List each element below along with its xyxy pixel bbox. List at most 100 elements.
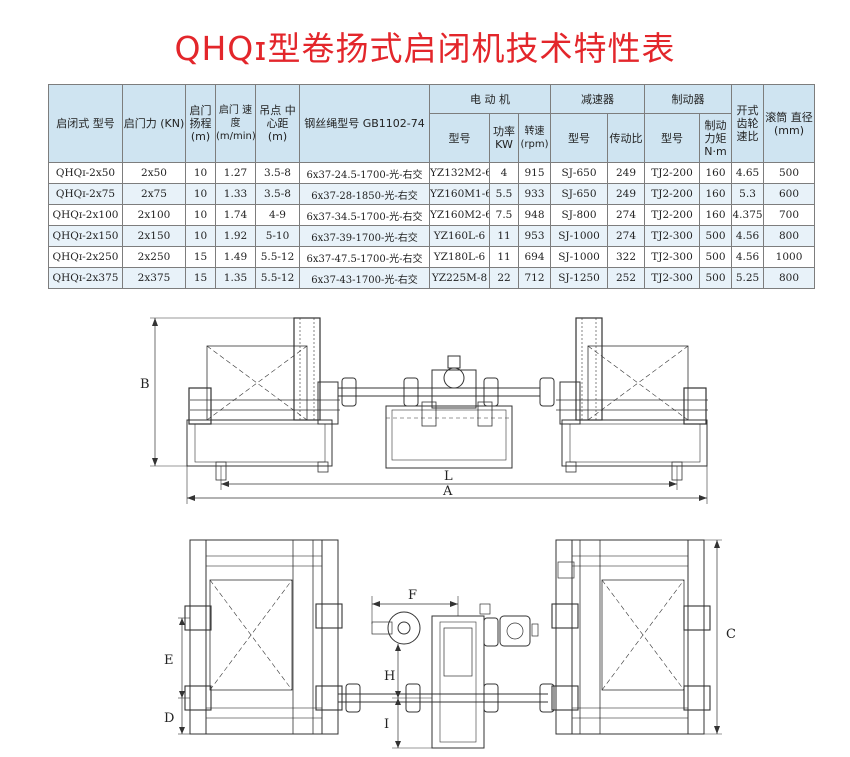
cell-drum: 600 [763,183,816,205]
cell-force: 2x50 [122,162,186,184]
cell-model: QHQɪ-2x150 [48,225,123,247]
cell-hang: 5-10 [255,225,300,247]
cell-speed: 1.27 [215,162,256,184]
cell-brake-model: TJ2-300 [644,267,701,289]
header-drum: 滚筒 直径 (mm) [763,84,816,163]
cell-speed: 1.33 [215,183,256,205]
cell-gear-ratio: 5.25 [731,267,765,289]
cell-reducer-ratio: 252 [607,267,646,289]
dim-label-L: L [444,469,453,484]
cell-motor-model: YZ180L-6 [429,246,490,268]
cell-model: QHQɪ-2x375 [48,267,123,289]
header-gear-ratio: 开式 齿轮 速比 [731,84,765,163]
header-reducer-model: 型号 [550,113,609,163]
cell-reducer-model: SJ-1250 [550,267,609,289]
cell-lift: 15 [185,267,216,289]
header-force: 启门力 (KN) [122,84,186,163]
dim-label-D: D [164,711,174,726]
cell-brake-torque: 160 [699,183,733,205]
header-motor: 电 动 机 [428,84,552,114]
cell-gear-ratio: 4.56 [731,246,765,268]
cell-rope: 6x37-43-1700-光-右交 [299,267,430,289]
cell-speed: 1.49 [215,246,256,268]
cell-drum: 800 [763,225,816,247]
cell-motor-speed: 953 [517,225,552,247]
cell-motor-power: 11 [489,246,519,268]
cell-motor-speed: 694 [517,246,552,268]
cell-model: QHQɪ-2x75 [48,183,123,205]
cell-brake-torque: 500 [699,267,733,289]
cell-motor-model: YZ132M2-6 [429,162,490,184]
dim-label-E: E [164,653,174,668]
dim-label-C: C [726,627,736,642]
header-speed: 启门 速度 (m/min) [215,84,256,163]
cell-reducer-model: SJ-800 [550,204,609,226]
cell-rope: 6x37-39-1700-光-右交 [299,225,430,247]
cell-drum: 800 [763,267,816,289]
cell-motor-speed: 712 [517,267,552,289]
cell-force: 2x250 [122,246,186,268]
cell-speed: 1.74 [215,204,256,226]
cell-model: QHQɪ-2x50 [48,162,123,184]
header-brake-torque: 制动 力矩 N·m [699,113,733,163]
cell-lift: 15 [185,246,216,268]
dim-label-H: H [384,669,395,684]
header-brake-model: 型号 [644,113,701,163]
front-elevation-view [150,317,708,504]
cell-reducer-ratio: 249 [607,183,646,205]
spec-table: 启闭式 型号 启门力 (KN) 启门 扬程 (m) 启门 速度 (m/min) … [48,84,816,289]
cell-reducer-model: SJ-650 [550,162,609,184]
dim-label-A: A [442,484,453,499]
cell-lift: 10 [185,225,216,247]
cell-force: 2x100 [122,204,186,226]
cell-motor-speed: 915 [517,162,552,184]
cell-rope: 6x37-47.5-1700-光-右交 [299,246,430,268]
header-reducer: 减速器 [550,84,646,114]
cell-lift: 10 [185,204,216,226]
header-brake: 制动器 [644,84,733,114]
cell-hang: 4-9 [255,204,300,226]
cell-force: 2x150 [122,225,186,247]
page-title: QHQɪ型卷扬式启闭机技术特性表 [174,29,676,68]
cell-brake-model: TJ2-300 [644,225,701,247]
header-reducer-ratio: 传动比 [607,113,646,163]
header-model: 启闭式 型号 [48,84,123,163]
cell-gear-ratio: 4.375 [731,204,765,226]
cell-gear-ratio: 4.65 [731,162,765,184]
cell-speed: 1.35 [215,267,256,289]
cell-model: QHQɪ-2x250 [48,246,123,268]
cell-rope: 6x37-28-1850-光-右交 [299,183,430,205]
header-motor-model: 型号 [429,113,490,163]
plan-view [178,539,722,749]
dim-label-I: I [384,717,389,732]
cell-motor-model: YZ225M-8 [429,267,490,289]
cell-hang: 3.5-8 [255,162,300,184]
cell-motor-power: 4 [489,162,519,184]
header-motor-speed: 转速 (rpm) [517,113,552,163]
cell-drum: 1000 [763,246,816,268]
cell-speed: 1.92 [215,225,256,247]
cell-reducer-ratio: 249 [607,162,646,184]
header-rope: 钢丝绳型号 GB1102-74 [299,84,430,163]
cell-motor-speed: 933 [517,183,552,205]
cell-reducer-ratio: 274 [607,225,646,247]
cell-motor-model: YZ160L-6 [429,225,490,247]
cell-gear-ratio: 4.56 [731,225,765,247]
header-motor-power: 功率 KW [489,113,519,163]
cell-motor-power: 7.5 [489,204,519,226]
cell-brake-model: TJ2-200 [644,162,701,184]
dim-label-B: B [140,377,150,392]
cell-hang: 3.5-8 [255,183,300,205]
dim-label-F: F [408,588,417,603]
cell-force: 2x375 [122,267,186,289]
cell-hang: 5.5-12 [255,267,300,289]
cell-reducer-ratio: 322 [607,246,646,268]
